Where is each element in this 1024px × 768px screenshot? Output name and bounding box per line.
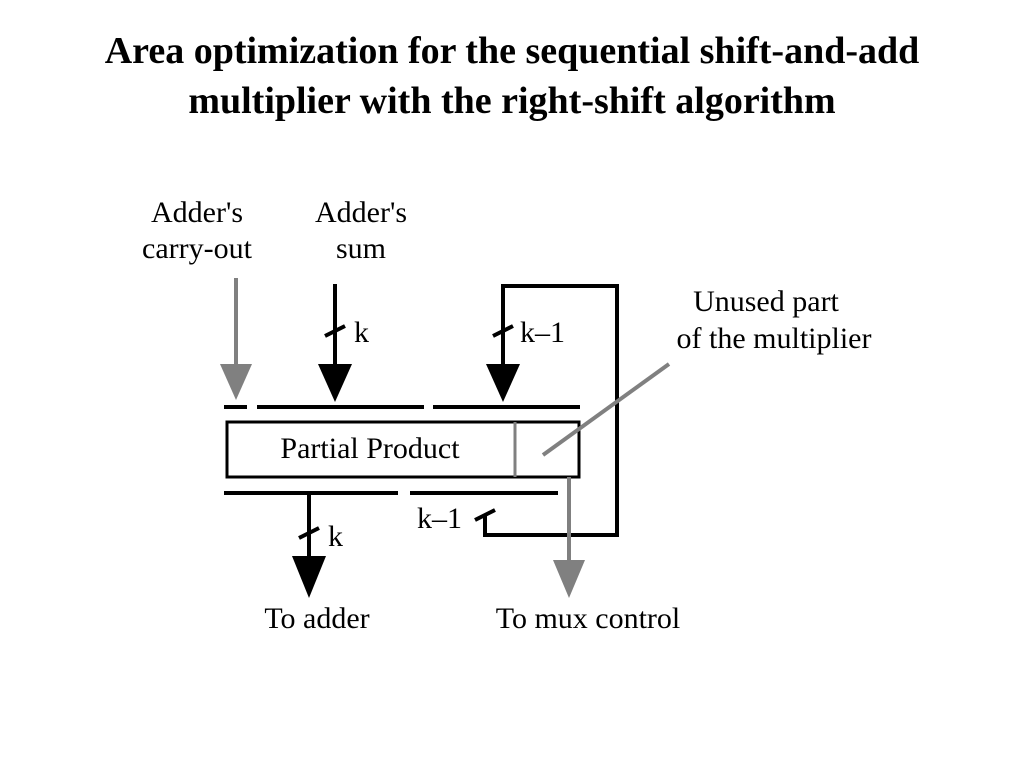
bus-slash-feedback-in xyxy=(492,324,514,338)
title-line-1: Area optimization for the sequential shi… xyxy=(104,30,920,72)
label-unused-part-1: Unused part xyxy=(693,285,839,318)
partial-product-register xyxy=(225,420,581,479)
bus-slash-sum xyxy=(324,324,346,338)
to-adder-arrow xyxy=(292,495,326,598)
label-adder-sum-2: sum xyxy=(336,232,386,265)
annotation-pointer xyxy=(541,362,671,457)
label-to-adder: To adder xyxy=(264,602,369,635)
width-label-feedback-out: k–1 xyxy=(417,502,462,535)
carry-out-arrow xyxy=(220,278,252,400)
width-label-sum: k xyxy=(354,316,369,349)
slide-title: Area optimization for the sequential shi… xyxy=(0,26,1024,126)
bus-slash-feedback-out xyxy=(474,508,496,522)
register-label: Partial Product xyxy=(280,432,460,465)
width-label-feedback-in: k–1 xyxy=(520,316,565,349)
label-unused-part-2: of the multiplier xyxy=(677,322,872,355)
sum-arrow xyxy=(318,284,352,402)
bus-slash-to-adder xyxy=(298,526,320,540)
to-mux-arrow xyxy=(553,477,585,598)
label-adder-sum-1: Adder's xyxy=(315,196,407,229)
label-adder-carry-out-2: carry-out xyxy=(142,232,253,265)
label-to-mux-control: To mux control xyxy=(496,602,681,635)
title-line-2: multiplier with the right-shift algorith… xyxy=(188,80,836,122)
label-adder-carry-out-1: Adder's xyxy=(151,196,243,229)
feedback-loop xyxy=(474,284,619,537)
width-label-to-adder: k xyxy=(328,520,343,553)
